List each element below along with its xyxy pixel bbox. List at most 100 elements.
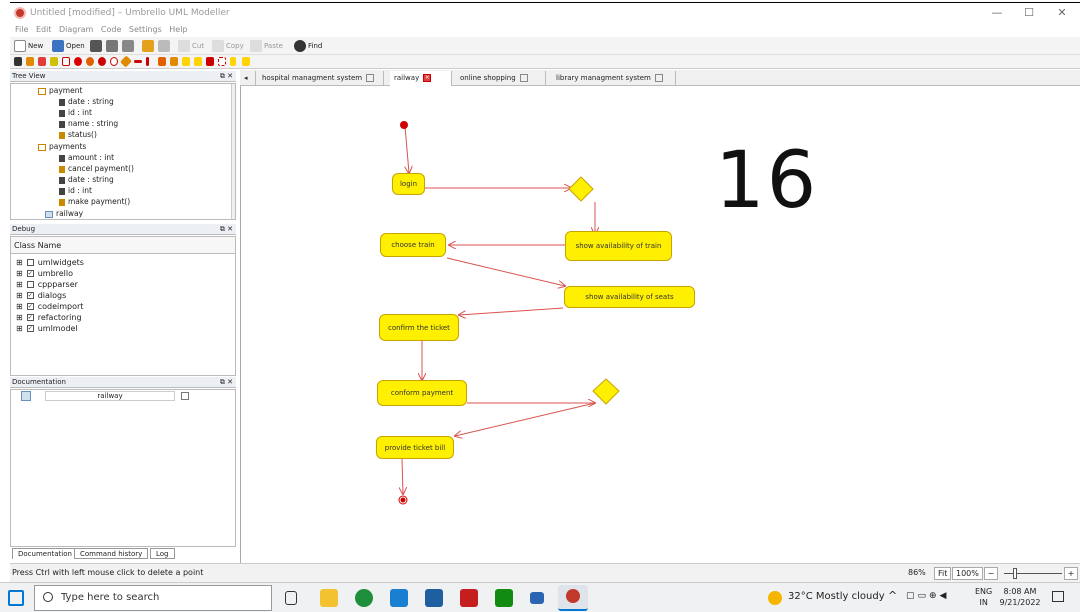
tree-item-class[interactable]: payments	[38, 142, 86, 151]
debug-row[interactable]: ⊞umlwidgets	[16, 258, 84, 267]
tab-log[interactable]: Log	[150, 548, 175, 559]
decision-node[interactable]	[592, 378, 620, 405]
menu-diagram[interactable]: Diagram	[58, 25, 94, 34]
tree-item-op[interactable]: make payment()	[59, 197, 130, 206]
close-tab-icon[interactable]	[519, 74, 528, 82]
documentation-name-field[interactable]: railway	[45, 391, 175, 401]
tree-item-class[interactable]: payment	[38, 86, 82, 95]
tool-icon[interactable]	[194, 57, 202, 66]
open-button[interactable]: Open	[52, 39, 85, 53]
tool-icon[interactable]	[146, 57, 149, 66]
tab-documentation[interactable]: Documentation	[12, 548, 78, 559]
zoom-100-button[interactable]: 100%	[952, 567, 983, 580]
app-icon[interactable]	[530, 592, 544, 604]
tree-item-attr[interactable]: name : string	[59, 119, 118, 128]
weather-text[interactable]: 32°C Mostly cloudy	[788, 591, 885, 602]
close-tab-icon[interactable]	[654, 74, 663, 82]
zoom-slider[interactable]	[1004, 573, 1062, 574]
debug-row[interactable]: ⊞✓dialogs	[16, 291, 67, 300]
menu-help[interactable]: Help	[169, 25, 188, 34]
panel-controls-icon[interactable]: ⧉ ✕	[219, 72, 233, 80]
taskbar-search-input[interactable]: Type here to search	[34, 585, 272, 611]
tool-icon[interactable]	[182, 57, 190, 66]
tool-icon[interactable]	[98, 57, 106, 66]
checkbox[interactable]: ✓	[26, 292, 34, 299]
undo-button[interactable]	[142, 39, 156, 53]
tool-icon[interactable]	[218, 57, 226, 66]
initial-state-icon[interactable]	[74, 57, 82, 66]
zoom-out-icon[interactable]: −	[984, 567, 998, 580]
initial-node[interactable]	[400, 121, 408, 129]
panel-controls-icon[interactable]: ⧉ ✕	[219, 225, 233, 233]
notifications-icon[interactable]	[1052, 591, 1064, 602]
maximize-icon[interactable]: ☐	[1024, 6, 1034, 19]
zoom-in-icon[interactable]: +	[1064, 567, 1078, 580]
documentation-checkbox[interactable]	[181, 392, 189, 400]
copy-button[interactable]: Copy	[212, 39, 244, 53]
diagram-canvas[interactable]: login choose train show availability of …	[240, 86, 1080, 563]
task-view-icon[interactable]	[285, 591, 297, 605]
tool-icon[interactable]	[62, 57, 70, 66]
save-button[interactable]	[90, 39, 104, 53]
file-explorer-icon[interactable]	[320, 589, 338, 607]
tool-icon[interactable]	[158, 57, 166, 66]
tree-item-attr[interactable]: id : int	[59, 108, 92, 117]
tree-item-diagram[interactable]: railway	[45, 209, 83, 218]
minimize-icon[interactable]: —	[991, 6, 1003, 19]
tab-online-shopping[interactable]: online shopping	[456, 71, 546, 86]
tree-item-op[interactable]: cancel payment()	[59, 164, 134, 173]
paste-button[interactable]: Paste	[250, 39, 283, 53]
tree-item-attr[interactable]: date : string	[59, 175, 114, 184]
menu-code[interactable]: Code	[100, 25, 122, 34]
activity-show-seats[interactable]: show availability of seats	[564, 286, 695, 308]
tool-icon[interactable]	[230, 57, 236, 66]
select-arrow-icon[interactable]	[14, 57, 22, 66]
final-state-icon[interactable]	[110, 57, 118, 66]
checkbox[interactable]: ✓	[26, 325, 34, 332]
new-button[interactable]: New	[14, 39, 43, 53]
checkbox[interactable]	[26, 281, 34, 288]
tool-icon[interactable]	[206, 57, 214, 66]
menu-file[interactable]: File	[15, 25, 29, 34]
activity-choose-train[interactable]: choose train	[380, 233, 446, 257]
close-tab-icon[interactable]	[366, 74, 375, 82]
debug-row[interactable]: ⊞cppparser	[16, 280, 78, 289]
print-preview-button[interactable]	[122, 39, 136, 53]
tool-icon[interactable]	[26, 57, 34, 66]
panel-controls-icon[interactable]: ⧉ ✕	[219, 378, 233, 386]
tree-item-attr[interactable]: date : string	[59, 97, 114, 106]
tree-scrollbar[interactable]	[231, 84, 235, 219]
close-tab-icon[interactable]: ×	[423, 74, 432, 82]
fork-icon[interactable]	[134, 60, 142, 63]
checkbox[interactable]: ✓	[26, 303, 34, 310]
tree-item-op[interactable]: status()	[59, 130, 97, 139]
tab-railway[interactable]: railway×	[390, 71, 452, 86]
checkbox[interactable]	[26, 259, 34, 266]
umbrello-taskbar-button[interactable]	[558, 585, 588, 611]
debug-row[interactable]: ⊞✓umlmodel	[16, 324, 78, 333]
tab-menu-icon[interactable]: ◂	[240, 71, 256, 86]
tab-library[interactable]: library managment system	[552, 71, 676, 86]
print-button[interactable]	[106, 39, 120, 53]
menu-settings[interactable]: Settings	[128, 25, 162, 34]
activity-confirm-ticket[interactable]: confirm the ticket	[379, 314, 459, 341]
checkbox[interactable]: ✓	[26, 314, 34, 321]
close-icon[interactable]: ✕	[1057, 6, 1067, 19]
tree-item-attr[interactable]: amount : int	[59, 153, 114, 162]
tool-icon[interactable]	[170, 57, 178, 66]
store-app-icon[interactable]	[390, 589, 408, 607]
zoom-slider-handle[interactable]	[1013, 568, 1017, 579]
find-button[interactable]: Find	[294, 39, 322, 53]
tab-command-history[interactable]: Command history	[74, 548, 149, 559]
windows-start-icon[interactable]	[8, 590, 24, 606]
checkbox[interactable]: ✓	[26, 270, 34, 277]
activity-provide-bill[interactable]: provide ticket bill	[376, 436, 454, 459]
debug-row[interactable]: ⊞✓codeimport	[16, 302, 84, 311]
tray-icons[interactable]: ▢▭⊕◀	[906, 591, 950, 601]
tab-hospital[interactable]: hospital managment system	[258, 71, 384, 86]
debug-row[interactable]: ⊞✓umbrello	[16, 269, 74, 278]
redo-button[interactable]	[158, 39, 172, 53]
activity-confirm-payment[interactable]: conform payment	[377, 380, 467, 406]
